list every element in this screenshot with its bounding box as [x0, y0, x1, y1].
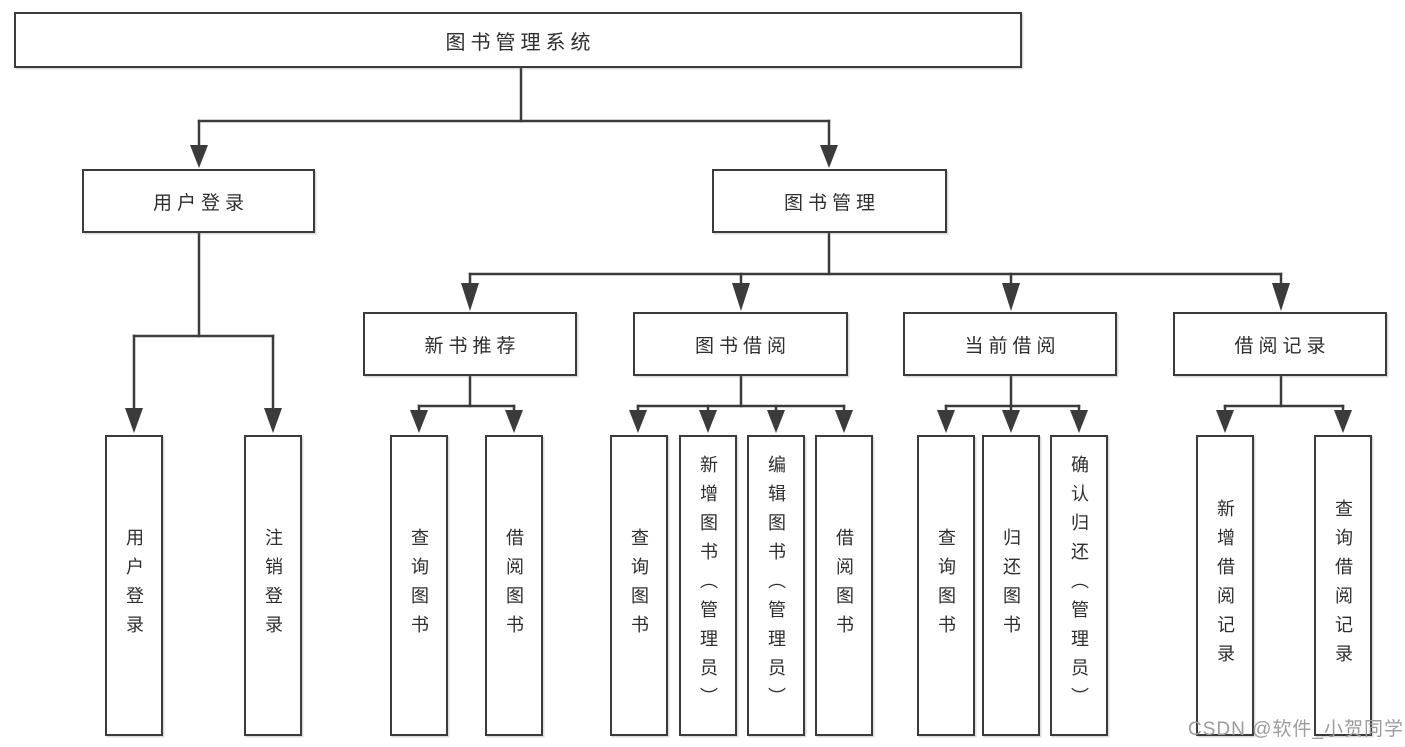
leaf-records-query-record: 查询借阅记录: [1314, 435, 1372, 736]
leaf-records-add-record: 新增借阅记录: [1196, 435, 1254, 736]
leaf-user-login: 用户登录: [105, 435, 163, 736]
leaf-current-query-books: 查询图书: [917, 435, 975, 736]
node-current-borrowing: 当前借阅: [903, 312, 1117, 376]
node-user-login: 用户登录: [82, 169, 315, 233]
watermark: CSDN @软件_小贺同学: [1188, 719, 1404, 740]
leaf-borrowing-add-books-admin: 新增图书（管理员）: [679, 435, 737, 736]
leaf-current-confirm-return-admin: 确认归还（管理员）: [1050, 435, 1108, 736]
leaf-recommend-borrow-books: 借阅图书: [485, 435, 543, 736]
node-new-book-recommend: 新书推荐: [363, 312, 577, 376]
leaf-borrowing-borrow-books: 借阅图书: [815, 435, 873, 736]
leaf-borrowing-query-books: 查询图书: [610, 435, 668, 736]
node-book-management: 图书管理: [712, 169, 947, 233]
leaf-recommend-query-books: 查询图书: [390, 435, 448, 736]
leaf-borrowing-edit-books-admin: 编辑图书（管理员）: [747, 435, 805, 736]
node-library-management-system: 图书管理系统: [14, 12, 1022, 68]
node-book-borrowing: 图书借阅: [633, 312, 848, 376]
leaf-logout: 注销登录: [244, 435, 302, 736]
leaf-current-return-books: 归还图书: [982, 435, 1040, 736]
node-borrowing-records: 借阅记录: [1173, 312, 1387, 376]
